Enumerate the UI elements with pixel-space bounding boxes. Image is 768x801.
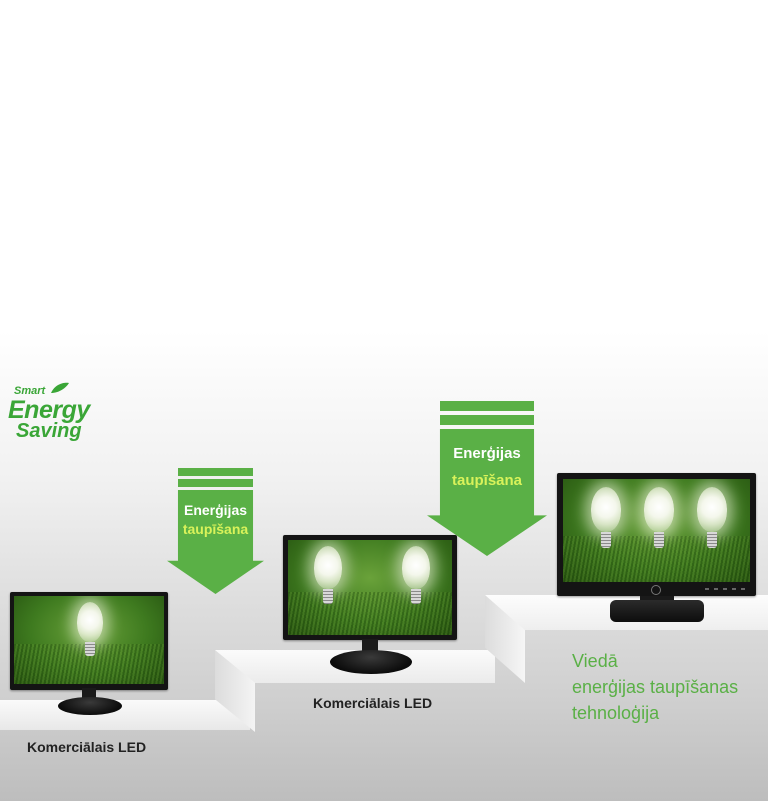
monitor-base bbox=[330, 650, 412, 674]
tech-line-2: enerģijas taupīšanas bbox=[572, 677, 739, 697]
monitor-screen bbox=[563, 479, 750, 582]
monitor-neck bbox=[362, 639, 378, 653]
monitor-2-label: Komerciālais LED bbox=[313, 695, 433, 711]
lightbulb-icon bbox=[644, 487, 674, 551]
arrow-text-line2: taupīšana bbox=[182, 521, 249, 537]
arrow-bar bbox=[440, 415, 534, 425]
smart-energy-saving-logo: Smart Energy Saving bbox=[8, 382, 118, 452]
logo-saving-text: Saving bbox=[16, 420, 82, 442]
lightbulb-icon bbox=[591, 487, 621, 551]
arrow-text-line2: taupīšana bbox=[451, 472, 523, 489]
lightbulb-icon bbox=[314, 546, 342, 606]
monitor-control-buttons bbox=[705, 588, 745, 590]
energy-saving-arrow-2: Enerģijas taupīšana bbox=[427, 401, 547, 556]
tech-line-3: tehnoloģija bbox=[572, 703, 660, 723]
smart-energy-technology-text: Viedā enerģijas taupīšanas tehnoloģija bbox=[572, 648, 738, 726]
arrow-text-line1: Enerģijas bbox=[183, 502, 248, 518]
monitor-screen bbox=[288, 540, 452, 635]
lightbulb-icon bbox=[402, 546, 430, 606]
lightbulb-icon bbox=[77, 602, 103, 658]
arrow-text-line1: Enerģijas bbox=[453, 445, 521, 462]
brand-logo-icon bbox=[651, 585, 661, 595]
monitor-base bbox=[58, 697, 122, 715]
tech-line-1: Viedā bbox=[572, 651, 618, 671]
monitor-1-label: Komerciālais LED bbox=[27, 739, 147, 755]
step-1 bbox=[0, 700, 250, 730]
arrow-bar bbox=[178, 468, 253, 476]
logo-energy-text: Energy bbox=[8, 396, 90, 424]
lightbulb-icon bbox=[697, 487, 727, 551]
energy-saving-arrow-1: Enerģijas taupīšana bbox=[167, 468, 264, 594]
arrow-bar bbox=[178, 479, 253, 487]
arrow-bar bbox=[440, 401, 534, 411]
leaf-icon bbox=[51, 382, 69, 393]
logo-smart-text: Smart bbox=[14, 385, 46, 397]
monitor-base bbox=[610, 600, 704, 622]
monitor-screen bbox=[14, 596, 164, 684]
